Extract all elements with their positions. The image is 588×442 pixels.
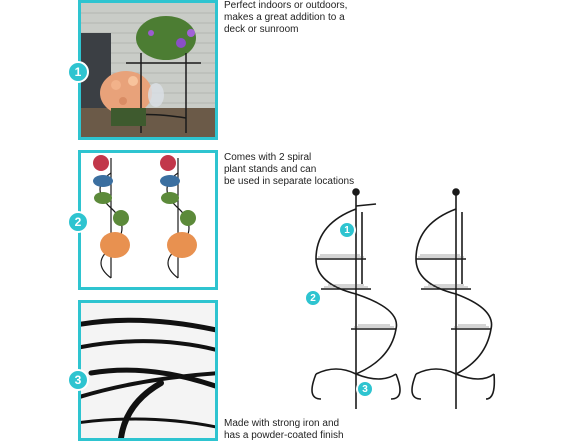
caption-line: be used in separate locations [224, 176, 355, 187]
two-stands-image [81, 153, 215, 287]
caption-line: Made with strong iron and [224, 418, 340, 429]
caption-strong-iron: Made with strong iron and has a powder-c… [224, 418, 364, 442]
iron-closeup-image [81, 303, 215, 438]
callout-badge-one: 1 [338, 221, 356, 239]
spiral-stands-product-image [311, 188, 496, 409]
step-badge-two: 2 [67, 211, 89, 233]
caption-line: makes a great addition to a [224, 12, 345, 23]
step-badge-one: 1 [67, 61, 89, 83]
caption-line: deck or sunroom [224, 24, 299, 35]
porch-photo [78, 0, 218, 140]
caption-two-stands: Comes with 2 spiral plant stands and can… [224, 152, 364, 188]
two-stands-photo [78, 150, 218, 290]
step-badge-three: 3 [67, 369, 89, 391]
caption-line: Comes with 2 spiral [224, 152, 312, 163]
caption-line: has a powder-coated finish [224, 430, 344, 441]
callout-badge-three: 3 [356, 380, 374, 398]
porch-scene-image [81, 3, 215, 137]
callout-badge-two: 2 [304, 289, 322, 307]
iron-closeup-photo [78, 300, 218, 441]
caption-line: Perfect indoors or outdoors, [224, 0, 348, 11]
caption-line: plant stands and can [224, 164, 317, 175]
caption-indoor-outdoor: Perfect indoors or outdoors, makes a gre… [224, 0, 364, 36]
